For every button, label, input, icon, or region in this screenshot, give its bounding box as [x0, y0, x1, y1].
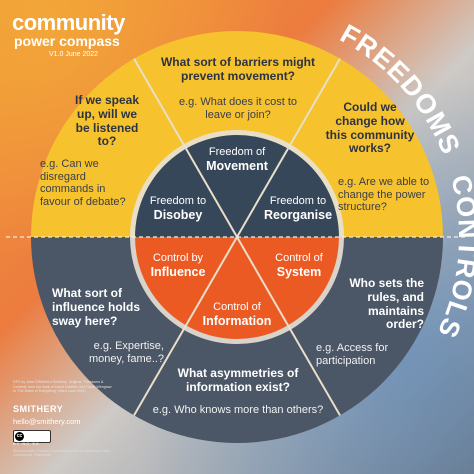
brand-subtitle: power compass — [14, 33, 120, 49]
core-system-small: Control of — [275, 252, 323, 264]
cc-icon: cc — [15, 432, 24, 441]
core-spoke-1 — [185, 148, 238, 238]
brand-title: community — [12, 10, 125, 35]
reorganise-example: e.g. Are we able to change the power str… — [338, 176, 430, 214]
core-influence-big: Influence — [150, 264, 206, 279]
cc-badge: cc — [13, 430, 51, 443]
freedoms-core — [135, 135, 339, 237]
core-information: Control of Information — [196, 301, 278, 328]
core-disobey-small: Freedom to — [149, 195, 207, 207]
core-movement-big: Movement — [206, 158, 268, 173]
core-influence: Control by Influence — [140, 252, 216, 279]
company-logo: SMITHERY — [13, 404, 64, 414]
spoke-freedom-left — [133, 58, 187, 150]
system-example: e.g. Access for participation — [316, 342, 389, 367]
core-spoke-2 — [236, 148, 289, 238]
movement-example: e.g. What does it cost to leave or join? — [178, 96, 297, 121]
disobey-example: e.g. Can we disregard commands in favour… — [40, 158, 126, 208]
information-question: What asymmetries of information exist? — [177, 366, 299, 394]
core-system-big: System — [276, 264, 322, 279]
compass-wheel: FREEDOMSCONTROLS — [31, 18, 474, 443]
license-text: Shared under Creative Commons license fo… — [13, 449, 111, 458]
spoke-control-right — [287, 324, 341, 416]
influence-question: What sort of influence holds sway here? — [52, 286, 141, 328]
core-reorganise-small: Freedom to — [269, 195, 327, 207]
influence-example: e.g. Expertise, money, fame..? — [89, 340, 164, 365]
core-system: Control of System — [262, 252, 336, 279]
core-information-big: Information — [202, 313, 272, 328]
movement-question: What sort of barriers might prevent move… — [160, 55, 315, 83]
core-influence-small: Control by — [152, 252, 204, 264]
controls-core — [135, 237, 339, 339]
core-spoke-3 — [236, 236, 289, 326]
core-disobey: Freedom to Disobey — [140, 195, 216, 222]
core-reorganise-big: Reorganise — [263, 207, 333, 222]
core-information-small: Control of — [213, 301, 261, 313]
system-question: Who sets the rules, and maintains order? — [349, 276, 424, 332]
information-example: e.g. Who knows more than others? — [152, 404, 324, 416]
brand-version: V1.0 June 2022 — [49, 51, 99, 58]
disobey-question: If we speak up, will we be listened to? — [74, 93, 140, 149]
core-movement: Freedom of Movement — [200, 146, 274, 173]
contact-email[interactable]: hello@smithery.com — [13, 417, 81, 426]
reorganise-question: Could we change how this community works… — [325, 100, 415, 156]
core-movement-small: Freedom of — [208, 146, 266, 158]
spoke-freedom-right — [287, 58, 341, 150]
core-reorganise: Freedom to Reorganise — [258, 195, 338, 222]
core-disobey-big: Disobey — [153, 207, 203, 222]
credit-text: CFC by John O'Brien/Lu Smithery. Origina… — [13, 380, 112, 394]
core-spoke-4 — [185, 236, 238, 326]
cc-license-labels: BY NC SA — [13, 441, 40, 446]
spoke-control-left — [133, 324, 187, 416]
